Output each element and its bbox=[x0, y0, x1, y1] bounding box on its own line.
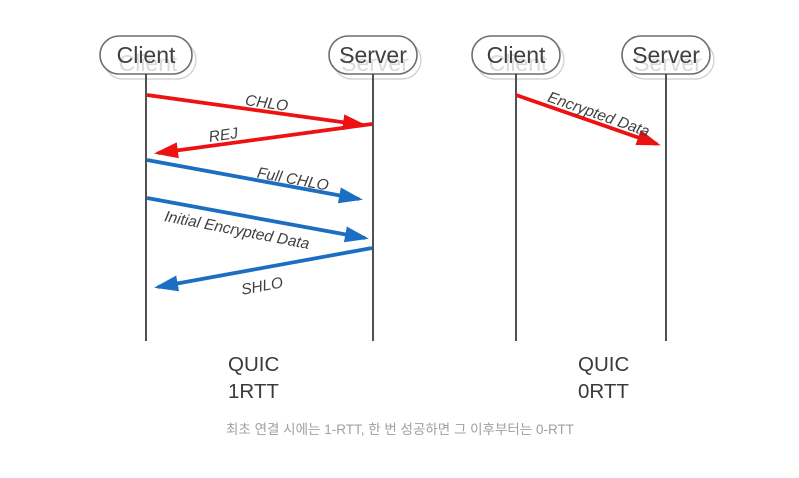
message-label-full-chlo: Full CHLO bbox=[256, 165, 330, 195]
actor-client-node: Client Client bbox=[471, 35, 565, 80]
message-arrow-encrypted-data bbox=[515, 93, 661, 146]
message-label-encrypted-data: Encrypted Data bbox=[545, 89, 652, 141]
panel-quic-1rtt: Client Client Server Server CHLO REJ Ful… bbox=[99, 35, 422, 403]
message-label-rej: REJ bbox=[208, 125, 240, 146]
message-label-shlo: SHLO bbox=[240, 274, 285, 298]
actor-label-shadow: Client bbox=[119, 50, 178, 76]
panel-quic-0rtt: Client Client Server Server Encrypted Da… bbox=[471, 35, 715, 403]
actor-server-label: Server bbox=[632, 42, 700, 68]
message-label-chlo: CHLO bbox=[244, 92, 289, 115]
panel-title-quic: QUIC bbox=[228, 353, 279, 376]
message-arrow-full-chlo bbox=[146, 158, 363, 204]
message-arrow-rej bbox=[154, 122, 373, 159]
panel-title-1rtt: 1RTT bbox=[228, 380, 279, 403]
actor-label-shadow: Server bbox=[341, 50, 409, 76]
actor-label-shadow: Client bbox=[489, 50, 548, 76]
actor-server-label: Server bbox=[339, 42, 407, 68]
actor-label-shadow: Server bbox=[634, 50, 702, 76]
panel-title-quic: QUIC bbox=[578, 353, 629, 376]
actor-server-node: Server Server bbox=[621, 35, 715, 80]
actor-client-label: Client bbox=[117, 42, 176, 68]
actor-client-label: Client bbox=[487, 42, 546, 68]
footnote-caption: 최초 연결 시에는 1-RTT, 한 번 성공하면 그 이후부터는 0-RTT bbox=[226, 422, 574, 437]
message-arrow-initial-encrypted-data bbox=[146, 196, 369, 243]
message-arrow-shlo bbox=[154, 246, 373, 292]
panel-title-0rtt: 0RTT bbox=[578, 380, 629, 403]
actor-client-node: Client Client bbox=[99, 35, 197, 80]
message-arrow-chlo bbox=[146, 93, 367, 131]
actor-server-node: Server Server bbox=[328, 35, 422, 80]
